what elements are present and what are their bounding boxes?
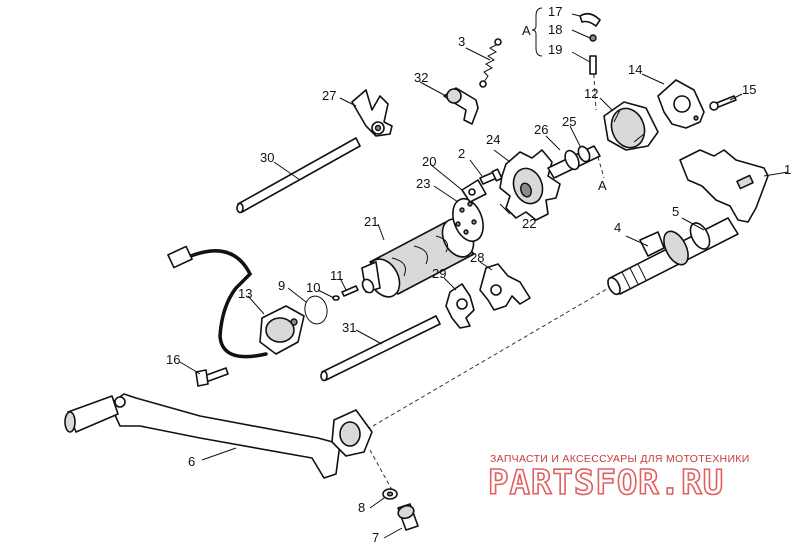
part-3-spring xyxy=(479,38,502,88)
part-30-rod xyxy=(236,137,361,214)
callout-22: 22 xyxy=(522,216,536,231)
alignment-line-bolt xyxy=(369,449,393,491)
callout-12: 12 xyxy=(584,86,598,101)
part-4-shaft xyxy=(607,217,739,296)
callout-5: 5 xyxy=(672,204,679,219)
leader-lines xyxy=(179,7,789,539)
callout-2: 2 xyxy=(458,146,465,161)
callout-16: 16 xyxy=(166,352,180,367)
callout-32: 32 xyxy=(414,70,428,85)
part-7-bolt xyxy=(397,503,419,531)
callout-6: 6 xyxy=(188,454,195,469)
callout-labels: 1 2 3 4 5 6 7 8 9 10 11 12 13 14 15 16 1… xyxy=(166,4,791,545)
callout-14: 14 xyxy=(628,62,642,77)
callout-23: 23 xyxy=(416,176,430,191)
part-15-screw xyxy=(709,95,737,111)
callout-24: 24 xyxy=(486,132,500,147)
part-23-star-plate xyxy=(452,197,484,243)
alignment-line-a xyxy=(595,149,605,179)
part-24-star-wheel xyxy=(499,149,561,221)
part-20-plate xyxy=(461,179,487,203)
callout-25: 25 xyxy=(562,114,576,129)
callout-18: 18 xyxy=(548,22,562,37)
callout-19: 19 xyxy=(548,42,562,57)
callout-13: 13 xyxy=(238,286,252,301)
callout-17: 17 xyxy=(548,4,562,19)
part-17-clip xyxy=(579,12,601,27)
part-19-spring-pin xyxy=(589,55,597,75)
part-8-washer xyxy=(382,488,398,500)
callout-29: 29 xyxy=(432,266,446,281)
callout-20: 20 xyxy=(422,154,436,169)
part-14-cover-plate xyxy=(657,79,705,129)
callout-30: 30 xyxy=(260,150,274,165)
watermark-caption: ЗАПЧАСТИ И АКСЕССУАРЫ ДЛЯ МОТОТЕХНИКИ xyxy=(490,453,750,465)
callout-3: 3 xyxy=(458,34,465,49)
part-31-rod xyxy=(320,315,441,382)
callout-10: 10 xyxy=(306,280,320,295)
callout-8: 8 xyxy=(358,500,365,515)
callout-21: 21 xyxy=(364,214,378,229)
part-26-spindle xyxy=(547,145,601,179)
part-11-pin xyxy=(341,285,359,297)
part-32-lever xyxy=(443,87,479,125)
watermark: ЗАПЧАСТИ И АКСЕССУАРЫ ДЛЯ МОТОТЕХНИКИ PA… xyxy=(487,453,750,504)
part-16-screw xyxy=(195,367,229,387)
callout-28: 28 xyxy=(470,250,484,265)
callout-15: 15 xyxy=(742,82,756,97)
callout-4: 4 xyxy=(614,220,621,235)
group-label-a: A xyxy=(522,23,531,38)
part-13-sensor xyxy=(167,245,305,359)
callout-26: 26 xyxy=(534,122,548,137)
part-18-ball xyxy=(589,34,597,42)
callout-11: 11 xyxy=(330,268,344,283)
callout-31: 31 xyxy=(342,320,356,335)
part-28-shift-fork xyxy=(479,263,531,311)
alignment-line-shaft xyxy=(365,285,613,431)
part-1-shift-arm xyxy=(679,149,769,223)
callout-1: 1 xyxy=(784,162,791,177)
part-6-shift-pedal xyxy=(64,393,373,479)
callout-27: 27 xyxy=(322,88,336,103)
watermark-brand: PARTSFOR.RU xyxy=(488,463,724,503)
callout-9: 9 xyxy=(278,278,285,293)
ref-label-a: A xyxy=(598,178,607,193)
part-2-bolt xyxy=(479,168,503,185)
part-9-o-ring xyxy=(304,295,328,325)
part-27-shift-fork xyxy=(351,89,393,137)
part-12-ratchet xyxy=(603,101,659,151)
callout-7: 7 xyxy=(372,530,379,543)
part-29-shift-fork xyxy=(445,283,475,329)
